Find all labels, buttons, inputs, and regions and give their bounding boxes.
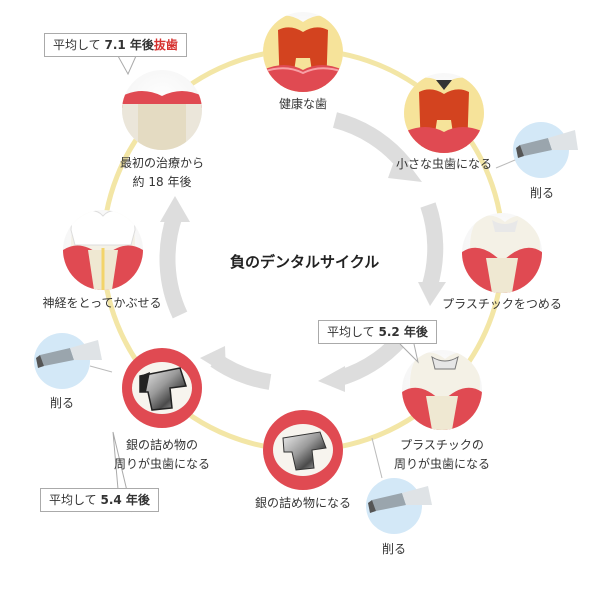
drill-label-bottom: 削る	[381, 542, 406, 556]
callout-plastic: 平均して 5.2 年後	[318, 320, 437, 344]
plastic-cavity-tooth-icon	[402, 350, 482, 430]
callout-plastic-prefix: 平均して	[327, 325, 375, 339]
label-first-treatment-line2: 約 18 年後	[132, 175, 192, 189]
drill-pointers	[89, 159, 516, 479]
callout-silver-years: 5.4 年後	[100, 493, 150, 507]
center-title: 負のデンタルサイクル	[230, 253, 380, 271]
label-crown: 神経をとってかぶせる	[42, 296, 162, 310]
silver-filling-tooth-icon	[263, 410, 343, 490]
callout-extraction-word: 抜歯	[153, 38, 178, 52]
healthy-tooth-icon	[263, 12, 343, 92]
label-silver-cavity-line2: 周りが虫歯になる	[113, 457, 210, 471]
plastic-filling-tooth-icon	[462, 213, 542, 293]
label-silver-cavity-line1: 銀の詰め物の	[125, 438, 198, 452]
label-silver-fill: 銀の詰め物になる	[254, 496, 351, 510]
callout-plastic-years: 5.2 年後	[378, 325, 428, 339]
label-healthy: 健康な歯	[278, 97, 327, 111]
silver-cavity-tooth-icon	[122, 348, 202, 428]
label-first-treatment-line1: 最初の治療から	[119, 156, 204, 170]
drill-icon-bottom	[366, 478, 432, 534]
cycle-arrow-heads	[160, 150, 446, 392]
callout-extraction: 平均して 7.1 年後抜歯	[44, 33, 187, 57]
callout-extraction-prefix: 平均して	[53, 38, 101, 52]
label-plastic-fill: プラスチックをつめる	[442, 297, 562, 311]
drill-label-right: 削る	[529, 186, 554, 200]
drill-label-left: 削る	[49, 396, 74, 410]
label-plastic-cavity-line2: 周りが虫歯になる	[393, 457, 490, 471]
drill-icon-left	[34, 333, 102, 389]
callout-silver-prefix: 平均して	[49, 493, 97, 507]
small-cavity-tooth-icon	[404, 73, 484, 153]
callout-silver: 平均して 5.4 年後	[40, 488, 159, 512]
label-plastic-cavity-line1: プラスチックの	[400, 438, 484, 452]
drill-icon-right	[513, 122, 578, 178]
extraction-tooth-icon	[122, 70, 202, 150]
crown-tooth-icon	[63, 210, 143, 290]
callout-extraction-years: 7.1 年後	[104, 38, 154, 52]
label-small-cavity: 小さな虫歯になる	[395, 157, 492, 171]
